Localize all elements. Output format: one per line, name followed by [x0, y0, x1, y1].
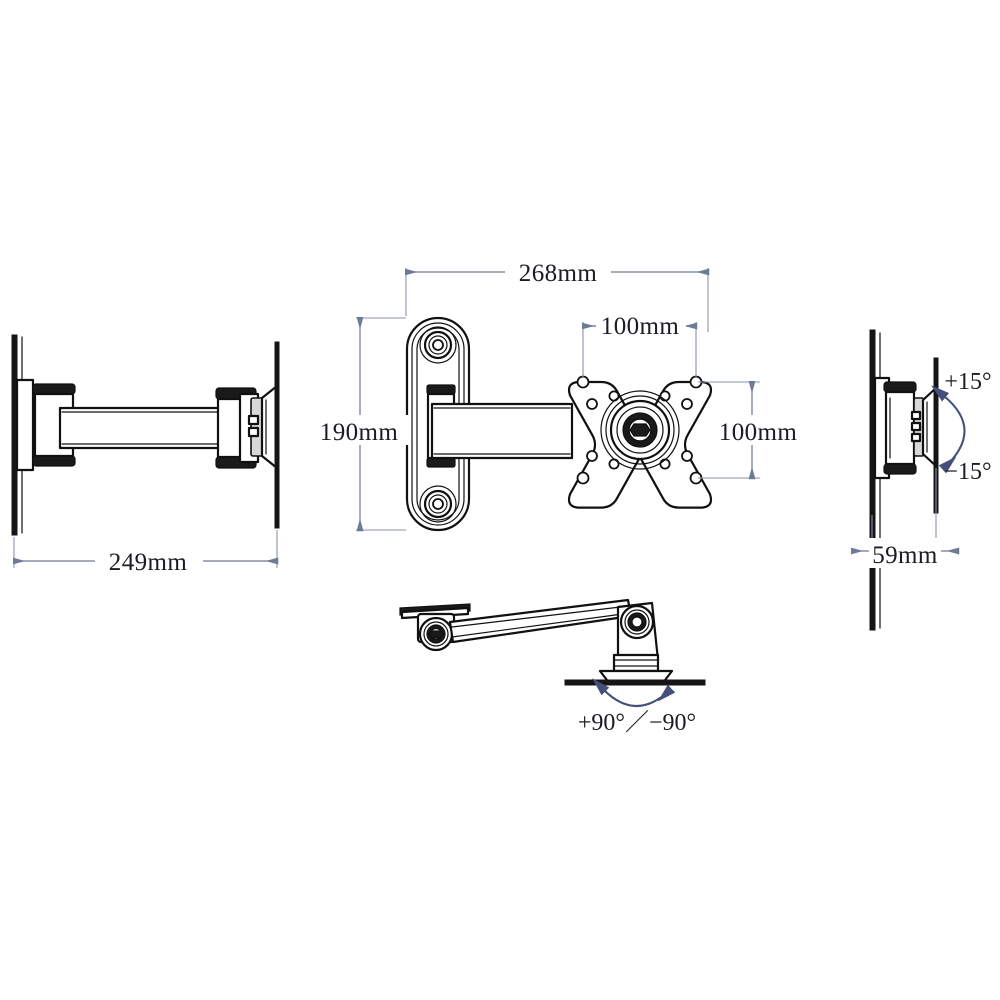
wall-pivot-top	[598, 601, 674, 686]
dimension-label-vesa-vertical-100mm: 100mm	[719, 419, 798, 446]
view-side-left	[11, 334, 280, 575]
view-top	[399, 598, 706, 708]
dimension-label-268mm: 268mm	[519, 260, 598, 287]
dimension-vesa-100mm-horizontal	[581, 310, 698, 378]
monitor-plane-left	[274, 341, 280, 529]
view-front	[310, 256, 806, 532]
dimension-vesa-100mm-vertical	[698, 380, 806, 480]
dimension-label-190mm: 190mm	[320, 419, 399, 446]
vesa-plate-front	[567, 375, 713, 509]
dimension-249mm	[12, 530, 279, 575]
dimension-190mm	[310, 316, 410, 532]
tilt-arc-indicator	[931, 385, 966, 474]
swivel-arc-indicator	[592, 678, 676, 708]
dimension-label-59mm: 59mm	[872, 542, 938, 569]
view-side-right	[850, 329, 966, 631]
vesa-center-hub	[600, 390, 680, 470]
extension-arm-side-left	[58, 406, 224, 450]
angle-label-swivel-range: +90°／−90°	[578, 710, 696, 736]
wall-surface-right	[869, 329, 881, 631]
vesa-pivot-top	[416, 612, 456, 652]
wall-plate-screw-bottom	[419, 485, 457, 523]
wall-plate-screw-top	[419, 326, 457, 364]
angle-label-tilt-down: −15°	[944, 459, 991, 485]
wall-surface-top	[564, 679, 706, 686]
wall-plate-side-left	[15, 378, 35, 472]
extension-arm-top	[448, 598, 633, 644]
dimension-label-vesa-horizontal-100mm: 100mm	[601, 313, 680, 340]
dimension-label-249mm: 249mm	[109, 549, 188, 576]
angle-label-tilt-up: +15°	[944, 369, 991, 395]
vesa-head-side-right	[910, 386, 938, 468]
folded-joint-right	[883, 381, 917, 475]
extension-arm-front	[430, 402, 574, 460]
dimension-268mm	[404, 256, 710, 332]
vesa-head-side-left	[247, 384, 279, 470]
dimension-59mm	[850, 468, 960, 568]
